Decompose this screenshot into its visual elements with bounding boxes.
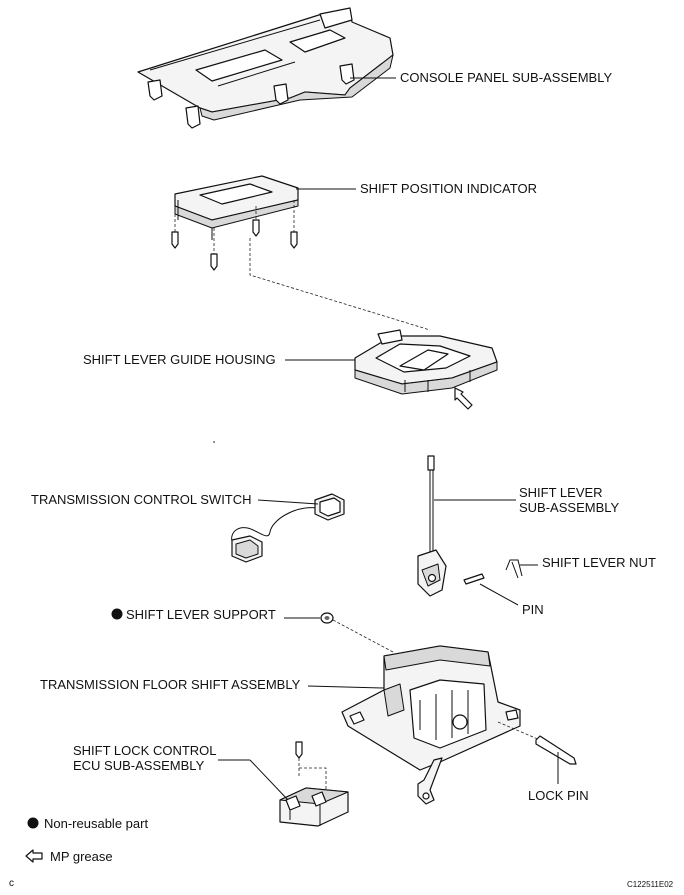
pin-drawing (463, 573, 485, 585)
control-switch-label: TRANSMISSION CONTROL SWITCH (31, 492, 252, 507)
shift-position-indicator-label: SHIFT POSITION INDICATOR (360, 181, 537, 196)
shift-lock-ecu-leader-2 (249, 759, 289, 801)
transmission-control-switch-drawing (231, 493, 345, 563)
shift-lever-support-hole (324, 616, 330, 620)
control-switch-leader (257, 499, 319, 505)
shift-lock-ecu-label-1: SHIFT LOCK CONTROL (73, 743, 217, 758)
shift-lever-label-2: SUB-ASSEMBLY (519, 500, 620, 515)
floor-shift-assembly-drawing (341, 645, 521, 805)
shift-lever-support-label: SHIFT LEVER SUPPORT (126, 607, 276, 622)
corner-letter: c (9, 878, 14, 889)
floor-shift-leader (307, 685, 385, 689)
guide-housing-label: SHIFT LEVER GUIDE HOUSING (83, 352, 276, 367)
legend-grease-label: MP grease (50, 849, 113, 864)
shift-lock-ecu-drawing (279, 741, 349, 827)
legend-grease-arrow-icon (25, 849, 43, 863)
shift-lever-drawing (417, 455, 447, 597)
shift-lever-nut-label: SHIFT LEVER NUT (542, 555, 656, 570)
console-panel-label: CONSOLE PANEL SUB-ASSEMBLY (400, 70, 612, 85)
pin-leader (479, 583, 519, 606)
support-alignment (332, 619, 394, 653)
legend-non-reusable-icon (27, 817, 39, 829)
pin-label: PIN (522, 602, 544, 617)
non-reusable-marker-icon (111, 608, 123, 620)
lock-pin-alignment (497, 721, 541, 741)
grease-arrow-icon (454, 387, 473, 410)
lock-pin-label: LOCK PIN (528, 788, 589, 803)
floor-shift-label: TRANSMISSION FLOOR SHIFT ASSEMBLY (40, 677, 301, 692)
shift-lock-ecu-label-2: ECU SUB-ASSEMBLY (73, 758, 205, 773)
stray-dot (213, 441, 215, 443)
shift-lever-guide-housing-drawing (354, 329, 498, 395)
console-panel-drawing (137, 7, 394, 129)
alignment-line (249, 238, 431, 331)
shift-lever-label-1: SHIFT LEVER (519, 485, 603, 500)
legend-non-reusable-label: Non-reusable part (44, 816, 148, 831)
shift-lever-nut-drawing (505, 559, 523, 579)
lock-pin-drawing (535, 735, 577, 765)
figure-code: C122511E02 (627, 880, 674, 889)
shift-position-indicator-drawing (171, 175, 299, 271)
